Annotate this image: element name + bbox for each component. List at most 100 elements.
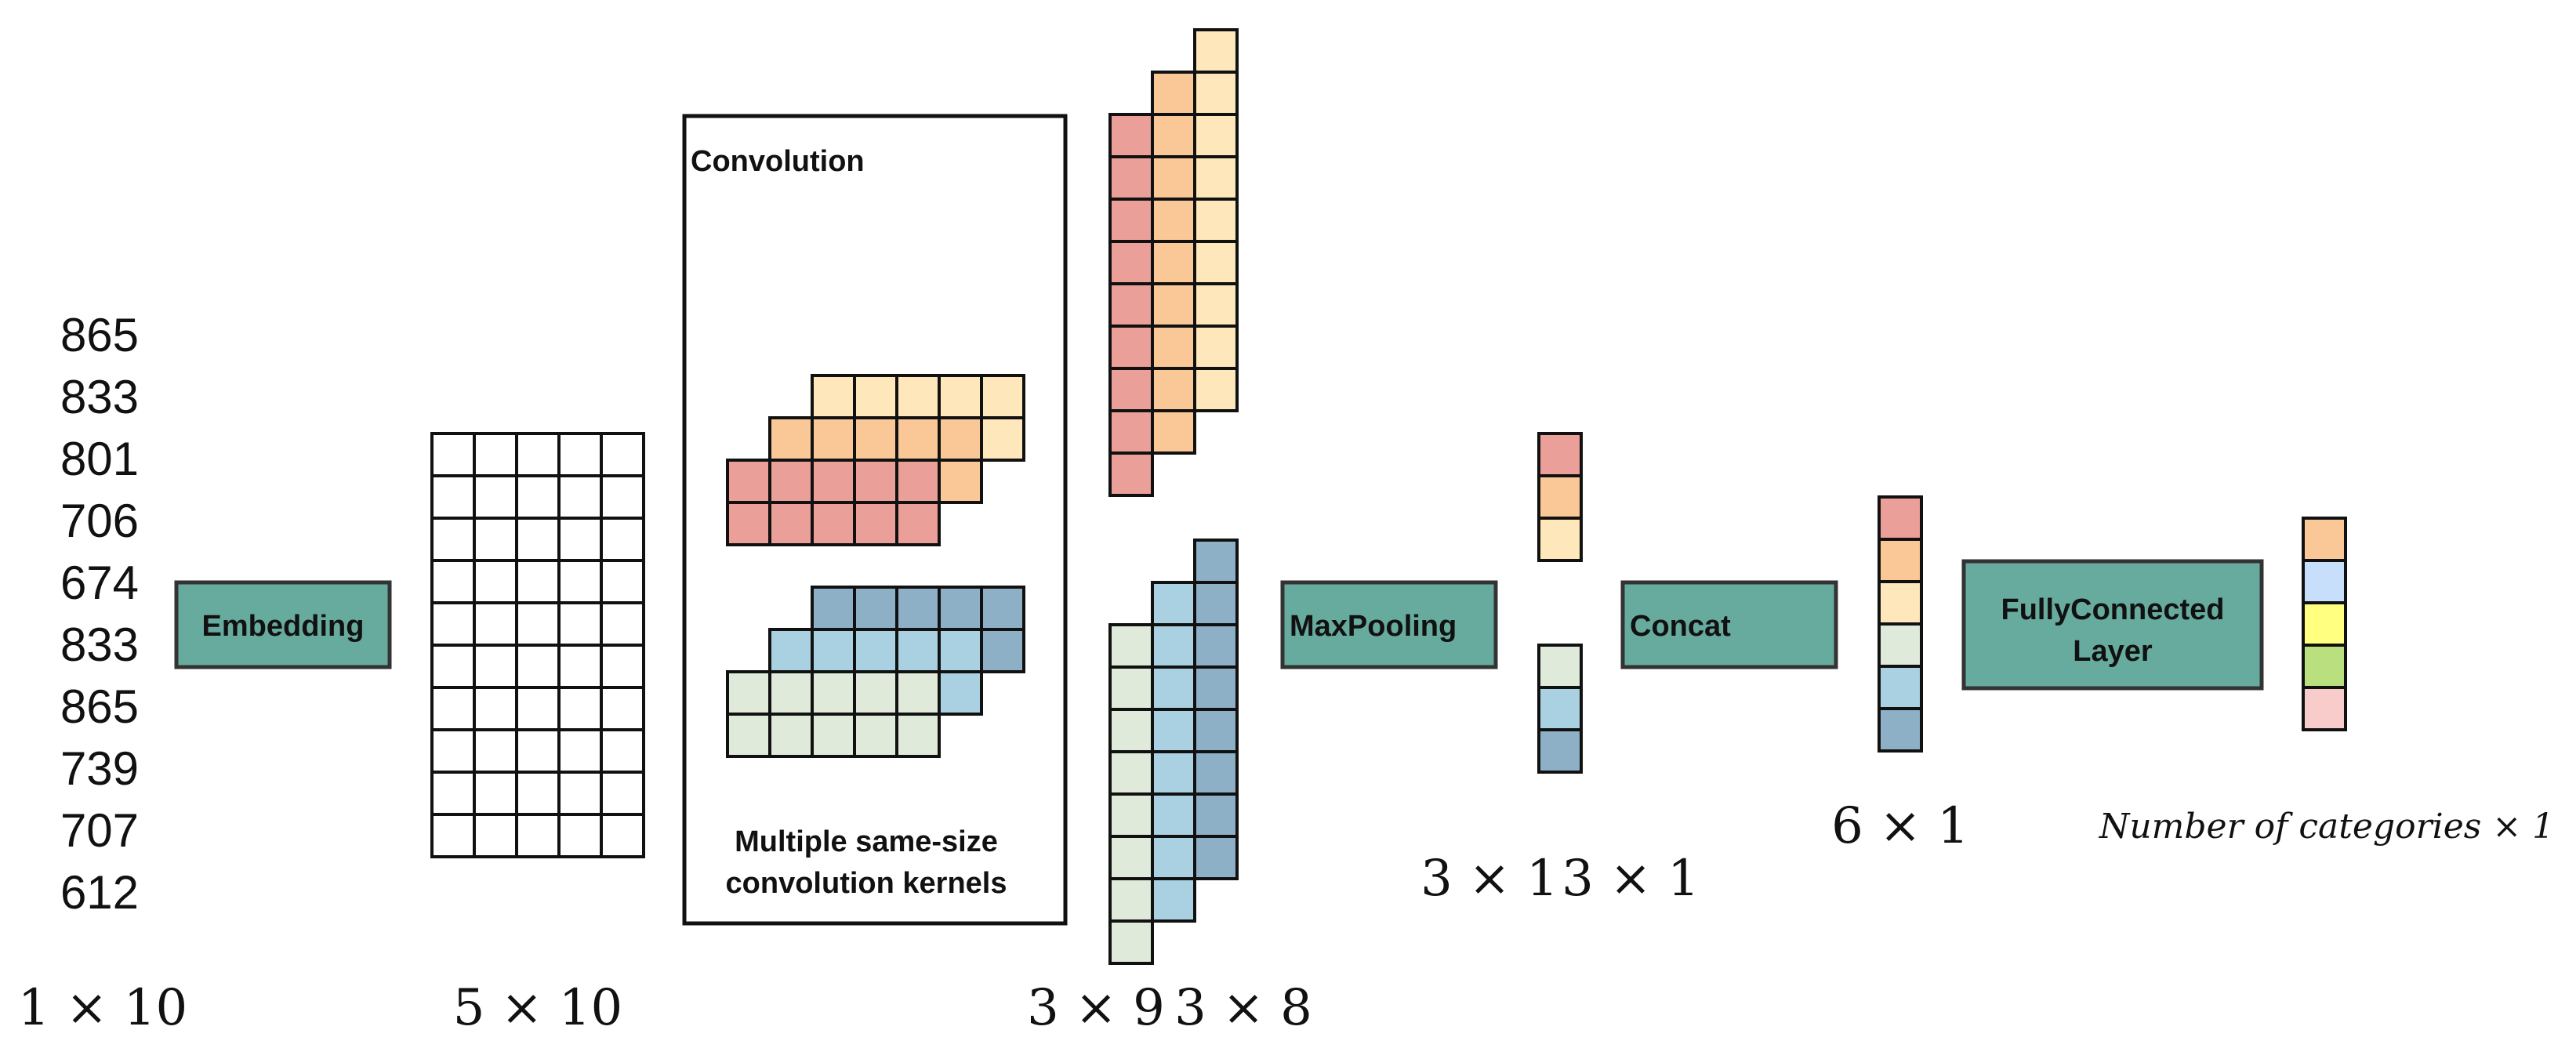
feature-cell <box>1151 581 1196 626</box>
input-token-4: 674 <box>60 557 139 609</box>
kernel-cell <box>768 501 814 546</box>
feature-cell <box>1151 877 1196 923</box>
feature-cell <box>1108 325 1154 370</box>
convolution-frame: Convolution Multiple same-size convoluti… <box>682 114 1068 926</box>
concatenated-vector <box>1878 495 1923 753</box>
feature-cell <box>1193 198 1239 243</box>
input-token-1: 833 <box>60 371 139 423</box>
embedding-cell <box>557 686 603 731</box>
embedding-cell <box>515 813 561 858</box>
feature-cell <box>1108 835 1154 880</box>
kernel-cell <box>811 628 856 673</box>
dimension-label-input: 1 × 10 <box>18 979 187 1037</box>
embedding-cell <box>557 771 603 816</box>
feature-cell <box>1108 282 1154 328</box>
kernel-cell <box>853 628 898 673</box>
kernel-cell <box>811 416 856 462</box>
feature-cell <box>1193 240 1239 285</box>
kernel-cell <box>853 670 898 716</box>
kernel-cell <box>811 670 856 716</box>
feature-cell <box>1193 367 1239 412</box>
feature-cell <box>1151 325 1196 370</box>
output-vector <box>2302 517 2347 731</box>
kernel-cell <box>726 459 771 504</box>
convolution-caption-line2: convolution kernels <box>726 867 1007 900</box>
feature-cell <box>1151 750 1196 796</box>
embedding-cell <box>473 644 518 689</box>
embedding-cell <box>473 559 518 604</box>
kernel-stack-cool <box>726 586 1025 758</box>
convolution-title: Convolution <box>691 145 865 178</box>
kernel-cell <box>853 459 898 504</box>
dimension-label-embedding: 5 × 10 <box>453 979 622 1037</box>
concat-label: Concat <box>1630 610 1731 643</box>
embedding-cell <box>515 559 561 604</box>
embedding-cell <box>473 771 518 816</box>
feature-cell <box>1193 666 1239 711</box>
dimension-label-pool-b: 3 × 1 <box>1562 850 1700 908</box>
feature-cell <box>1193 539 1239 584</box>
feature-cell <box>1151 282 1196 328</box>
embedding-cell <box>430 771 476 816</box>
embedding-cell <box>430 517 476 562</box>
embedding-cell <box>600 474 645 520</box>
dimension-label-conv-a: 3 × 9 <box>1027 979 1165 1037</box>
kernel-cell <box>980 374 1025 419</box>
feature-cell <box>1108 367 1154 412</box>
embedding-cell <box>430 686 476 731</box>
embedding-cell <box>600 559 645 604</box>
pooled-vectors <box>1537 432 1583 774</box>
input-token-6: 865 <box>60 680 139 733</box>
embedding-cell <box>473 686 518 731</box>
embedding-cell <box>515 771 561 816</box>
feature-cell <box>1193 155 1239 201</box>
feature-cell <box>1193 623 1239 669</box>
feature-cell <box>1193 71 1239 116</box>
embedding-cell <box>515 644 561 689</box>
kernel-cell <box>895 586 941 631</box>
embedding-label: Embedding <box>202 610 365 643</box>
pooled-cell <box>1537 644 1583 689</box>
kernel-cell <box>811 374 856 419</box>
kernel-cell <box>853 713 898 758</box>
concat-layer-box: Concat <box>1620 580 1838 669</box>
feature-cell <box>1108 750 1154 796</box>
embedding-cell <box>515 474 561 520</box>
fully-connected-label-line2: Layer <box>2073 635 2153 668</box>
input-token-5: 833 <box>60 618 139 671</box>
feature-cell <box>1108 452 1154 497</box>
feature-cell <box>1108 409 1154 455</box>
pooled-cell <box>1537 474 1583 520</box>
kernel-cell <box>768 713 814 758</box>
feature-cell <box>1108 155 1154 201</box>
kernel-cell <box>895 459 941 504</box>
feature-cell <box>1151 409 1196 455</box>
embedding-layer-box: Embedding <box>174 580 392 669</box>
embedding-cell <box>600 728 645 774</box>
maxpooling-layer-box: MaxPooling <box>1280 580 1498 669</box>
embedding-cell <box>557 644 603 689</box>
embedding-cell <box>473 728 518 774</box>
embedding-cell <box>473 432 518 477</box>
feature-cell <box>1151 71 1196 116</box>
fully-connected-label-line1: FullyConnected <box>2001 593 2224 626</box>
embedding-cell <box>430 559 476 604</box>
kernel-cell <box>726 501 771 546</box>
feature-cell <box>1151 666 1196 711</box>
embedding-cell <box>430 601 476 647</box>
feature-cell <box>1151 792 1196 838</box>
feature-cell <box>1151 155 1196 201</box>
input-token-9: 612 <box>60 866 139 919</box>
input-token-8: 707 <box>60 804 139 857</box>
embedding-cell <box>473 813 518 858</box>
feature-cell <box>1151 835 1196 880</box>
embedding-cell <box>557 474 603 520</box>
feature-cell <box>1193 750 1239 796</box>
embedding-cell <box>600 813 645 858</box>
kernel-cell <box>980 586 1025 631</box>
embedding-cell <box>600 644 645 689</box>
kernel-cell <box>811 501 856 546</box>
embedding-cell <box>430 644 476 689</box>
